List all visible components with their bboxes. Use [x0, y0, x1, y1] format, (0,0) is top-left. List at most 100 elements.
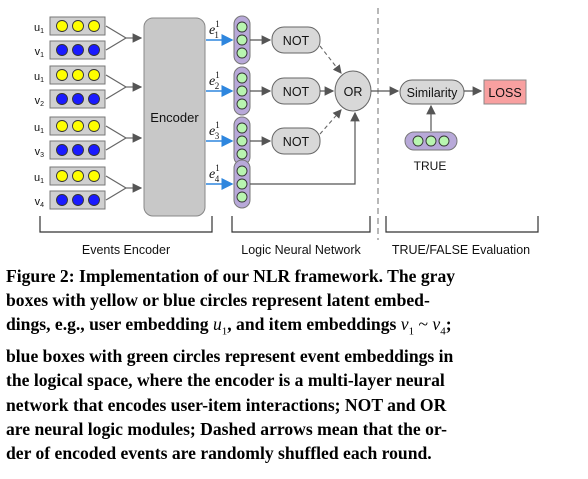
arrow-in-line	[105, 137, 127, 151]
yellow-circle	[56, 20, 68, 32]
arrow-not3-or	[319, 109, 342, 135]
or-module: OR	[334, 70, 372, 112]
arrow-in-line	[105, 25, 127, 39]
input-pair-1: u1 v1	[34, 16, 143, 60]
not-module-2: NOT	[271, 77, 321, 105]
caption-line: the logical space, where the encoder is …	[6, 370, 445, 391]
section-label-encoder: Events Encoder	[82, 243, 170, 257]
green-circle	[236, 47, 248, 59]
green-circle	[236, 34, 248, 46]
not-module-1: NOT	[271, 26, 321, 54]
caption-line: network that encodes user-item interacti…	[6, 394, 447, 415]
blue-circle	[72, 44, 84, 56]
arrow-in-line	[105, 37, 127, 51]
math-v4-sub: 4	[440, 325, 446, 338]
green-circle	[236, 135, 248, 147]
user-label: u1	[34, 22, 44, 35]
arrow-in-line	[105, 74, 127, 88]
green-circle	[236, 148, 248, 160]
or-label: OR	[344, 85, 363, 99]
section-label-logic: Logic Neural Network	[241, 243, 361, 257]
not-label: NOT	[283, 34, 310, 48]
math-v1-sub: 1	[408, 325, 415, 338]
yellow-circle	[88, 120, 100, 132]
bracket-encoder	[39, 216, 213, 233]
caption-line: are neural logic modules; Dashed arrows …	[6, 418, 447, 439]
item-label: v2	[35, 95, 45, 108]
yellow-circle	[56, 69, 68, 81]
green-circle	[236, 191, 248, 203]
caption-line: blue boxes with green circles represent …	[6, 346, 454, 367]
caption-tilde: ~	[414, 314, 433, 335]
blue-circle	[88, 44, 100, 56]
loss-label: LOSS	[488, 86, 521, 100]
not-label: NOT	[283, 85, 310, 99]
blue-circle	[56, 194, 68, 206]
item-label: v4	[35, 196, 45, 209]
caption-math-v1: v1	[401, 314, 414, 338]
green-circle	[236, 122, 248, 134]
caption-text: ;	[445, 314, 452, 335]
arrow-in-line	[105, 187, 127, 201]
caption-math-u: u1	[212, 314, 227, 338]
green-circle	[236, 98, 248, 110]
blue-circle	[56, 93, 68, 105]
true-label: TRUE	[414, 159, 447, 173]
blue-circle	[72, 93, 84, 105]
bracket-logic	[231, 216, 371, 233]
caption-line: boxes with yellow or blue circles repres…	[6, 290, 430, 311]
figure-caption: Figure 2: Implementation of our NLR fram…	[6, 264, 582, 465]
yellow-circle	[56, 120, 68, 132]
loss-box: LOSS	[483, 79, 527, 105]
bracket-eval	[385, 216, 539, 233]
yellow-circle	[88, 170, 100, 182]
section-label-eval: TRUE/FALSE Evaluation	[392, 243, 530, 257]
caption-text: dings, e.g., user embedding	[6, 314, 213, 335]
arrow-in-line	[105, 86, 127, 100]
yellow-circle	[88, 69, 100, 81]
green-circle	[236, 72, 248, 84]
item-label: v1	[35, 46, 45, 59]
green-circle	[236, 85, 248, 97]
user-label: u1	[34, 122, 44, 135]
blue-circle	[88, 194, 100, 206]
item-label: v3	[35, 146, 45, 159]
green-circle	[236, 178, 248, 190]
math-u: u	[212, 314, 222, 335]
caption-line: Figure 2: Implementation of our NLR fram…	[6, 266, 456, 286]
arrow-in-line	[105, 125, 127, 139]
input-pair-4: u1 v4	[34, 166, 143, 210]
user-label: u1	[34, 172, 44, 185]
blue-circle	[72, 144, 84, 156]
yellow-circle	[88, 20, 100, 32]
input-pair-3: u1 v3	[34, 116, 143, 160]
yellow-circle	[72, 20, 84, 32]
yellow-circle	[72, 69, 84, 81]
user-label: u1	[34, 71, 44, 84]
yellow-circle	[72, 120, 84, 132]
true-vector	[404, 131, 458, 151]
caption-line: der of encoded events are randomly shuff…	[6, 442, 432, 463]
arrow-e4-or	[250, 111, 360, 185]
blue-circle	[72, 194, 84, 206]
yellow-circle	[72, 170, 84, 182]
math-u-sub: 1	[221, 325, 228, 338]
green-circle	[236, 21, 248, 33]
caption-text: , and item embeddings	[227, 314, 401, 335]
similarity-label: Similarity	[407, 86, 458, 100]
blue-circle	[56, 144, 68, 156]
caption-math-v4: v4	[432, 314, 445, 338]
encoder-box	[143, 17, 206, 217]
caption-line: dings, e.g., user embedding u1, and item…	[6, 312, 582, 344]
input-embeddings: u1 v1 u1 v2 u1 v3 u1 v4	[34, 16, 143, 210]
encoder-label: Encoder	[150, 110, 199, 125]
blue-circle	[88, 144, 100, 156]
